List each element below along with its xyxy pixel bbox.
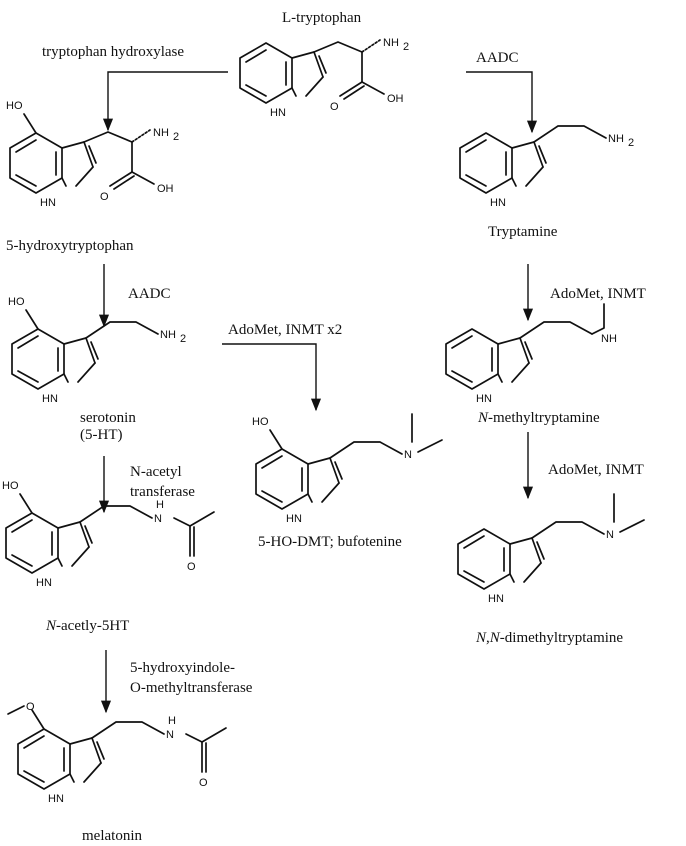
label-enzyme-inmt-2: AdoMet, INMT [548,462,644,478]
atom-hn: HN [286,513,302,525]
atom-ho: HO [8,296,25,308]
atom-n: N [154,513,162,525]
atom-hn: HN [490,197,506,209]
atom-o: O [100,191,109,203]
bufotenine-structure: HN HO N [252,413,443,525]
atom-hn: HN [488,593,504,605]
atom-oh: OH [387,93,404,105]
atom-hn: HN [48,793,64,805]
label-bufotenine: 5-HO-DMT; bufotenine [258,534,402,550]
label-melatonin: melatonin [82,828,142,844]
atom-ho: HO [2,480,19,492]
label-hydroxytryptophan: 5-hydroxytryptophan [6,238,134,254]
label-enzyme-nat-1: N-acetyl [130,464,182,480]
label-n-acetyl-5ht: N-acetly-5HT [45,618,129,634]
atom-o: O [330,101,339,113]
label-n-methyltryptamine: N-methyltryptamine [477,410,600,426]
tryptamine-structure: HN NH 2 [459,125,634,209]
label-enzyme-inmt-1: AdoMet, INMT [550,286,646,302]
label-l-tryptophan: L-tryptophan [282,10,362,26]
atom-nh2: NH [153,127,169,139]
label-dmt: N,N-dimethyltryptamine [475,630,623,646]
label-serotonin: serotonin [80,410,136,426]
atom-nh2: NH [160,329,176,341]
l-tryptophan-structure: HN NH 2 O OH [239,37,409,119]
arrow-inmt-x2 [222,343,322,412]
atom-sub2: 2 [180,333,186,345]
atom-sub2: 2 [173,131,179,143]
label-enzyme-tph: tryptophan hydroxylase [42,44,184,60]
label-enzyme-aadc-left: AADC [128,286,171,302]
atom-hn: HN [40,197,56,209]
atom-n: N [606,529,614,541]
atom-hn: HN [270,107,286,119]
label-enzyme-hiomt-1: 5-hydroxyindole- [130,660,235,676]
atom-n: N [166,729,174,741]
label-enzyme-aadc-right: AADC [476,50,519,66]
n-methyltryptamine-structure: HN NH [445,303,617,405]
atom-nh2: NH [608,133,624,145]
dmt-structure: HN N [457,493,645,605]
label-serotonin-abbr: (5-HT) [80,427,122,443]
label-enzyme-hiomt-2: O-methyltransferase [130,680,253,696]
atom-h: H [168,715,176,727]
atom-h: H [156,499,164,511]
n-acetyl-serotonin-structure: HN HO N H O [2,480,215,589]
label-enzyme-inmt-x2: AdoMet, INMT x2 [228,322,342,338]
atom-ho: HO [6,100,23,112]
atom-sub2: 2 [403,41,409,53]
serotonin-structure: HN HO NH 2 [8,296,186,405]
atom-hn: HN [476,393,492,405]
hydroxytryptophan-structure: HN NH 2 O OH HO [6,100,179,209]
atom-nh: NH [601,333,617,345]
atom-hn: HN [42,393,58,405]
melatonin-structure: HN O N H O [7,701,227,805]
atom-hn: HN [36,577,52,589]
atom-o: O [26,701,35,713]
label-enzyme-nat-2: transferase [130,484,195,500]
atom-oh: OH [157,183,174,195]
atom-n: N [404,449,412,461]
arrow-tph [102,71,228,132]
atom-o: O [187,561,196,573]
label-tryptamine: Tryptamine [488,224,558,240]
atom-nh2: NH [383,37,399,49]
arrow-aadc-right [466,71,538,134]
atom-o: O [199,777,208,789]
atom-ho: HO [252,416,269,428]
atom-sub2: 2 [628,137,634,149]
